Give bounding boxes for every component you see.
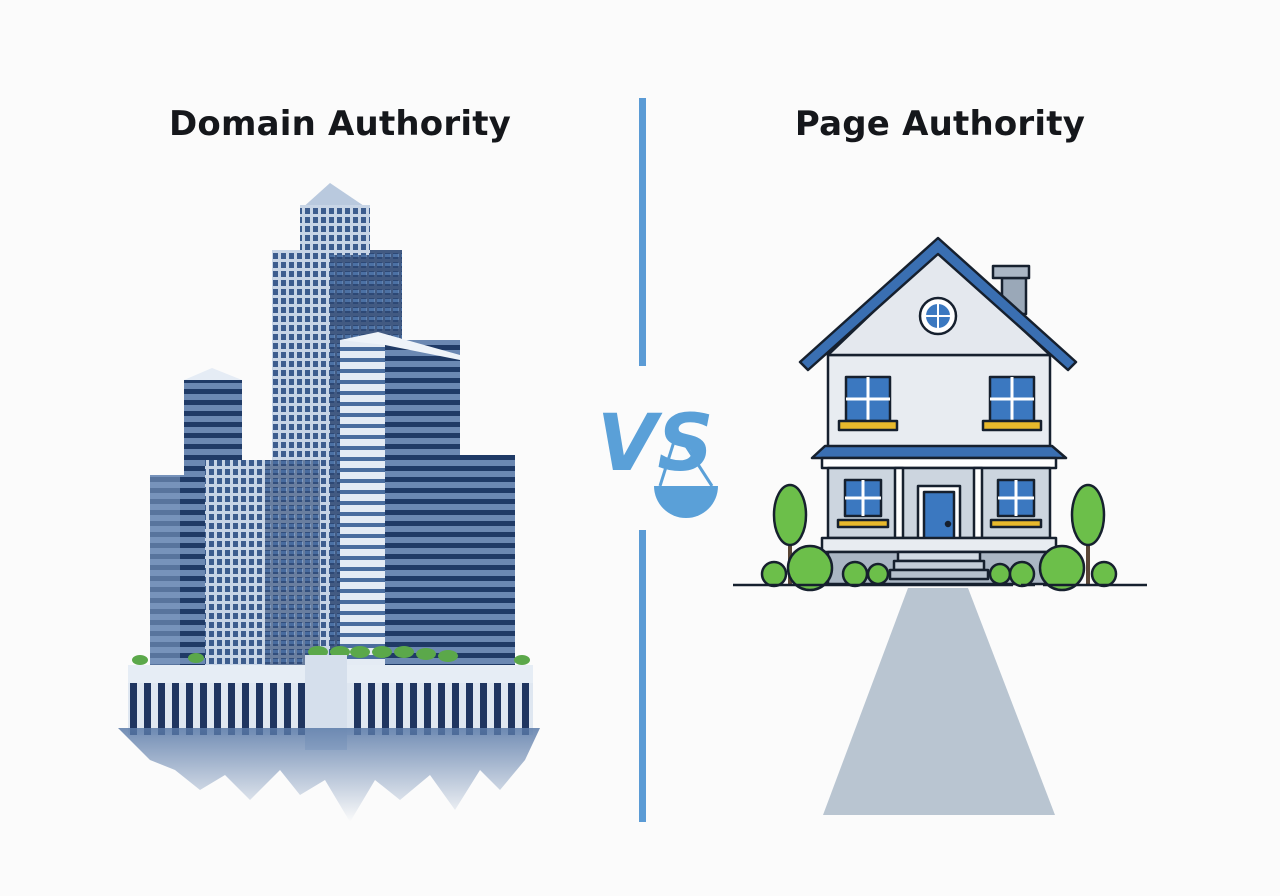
page-authority-title: Page Authority (794, 104, 1086, 144)
upper-window-right (981, 375, 1043, 432)
divider-bottom (639, 530, 646, 822)
domain-authority-title: Domain Authority (168, 104, 512, 144)
bushes (760, 544, 1118, 592)
vs-badge: VS (597, 399, 718, 518)
house-illustration (733, 236, 1147, 815)
walkway (823, 588, 1055, 815)
svg-text:VS: VS (597, 399, 714, 489)
upper-window-left (837, 375, 899, 432)
skyscraper-illustration (118, 183, 540, 822)
lower-window-left (836, 478, 890, 529)
tree-right (1070, 483, 1106, 585)
divider-top (639, 98, 646, 366)
balance-scale-icon (654, 431, 718, 518)
lower-window-right (989, 478, 1043, 529)
